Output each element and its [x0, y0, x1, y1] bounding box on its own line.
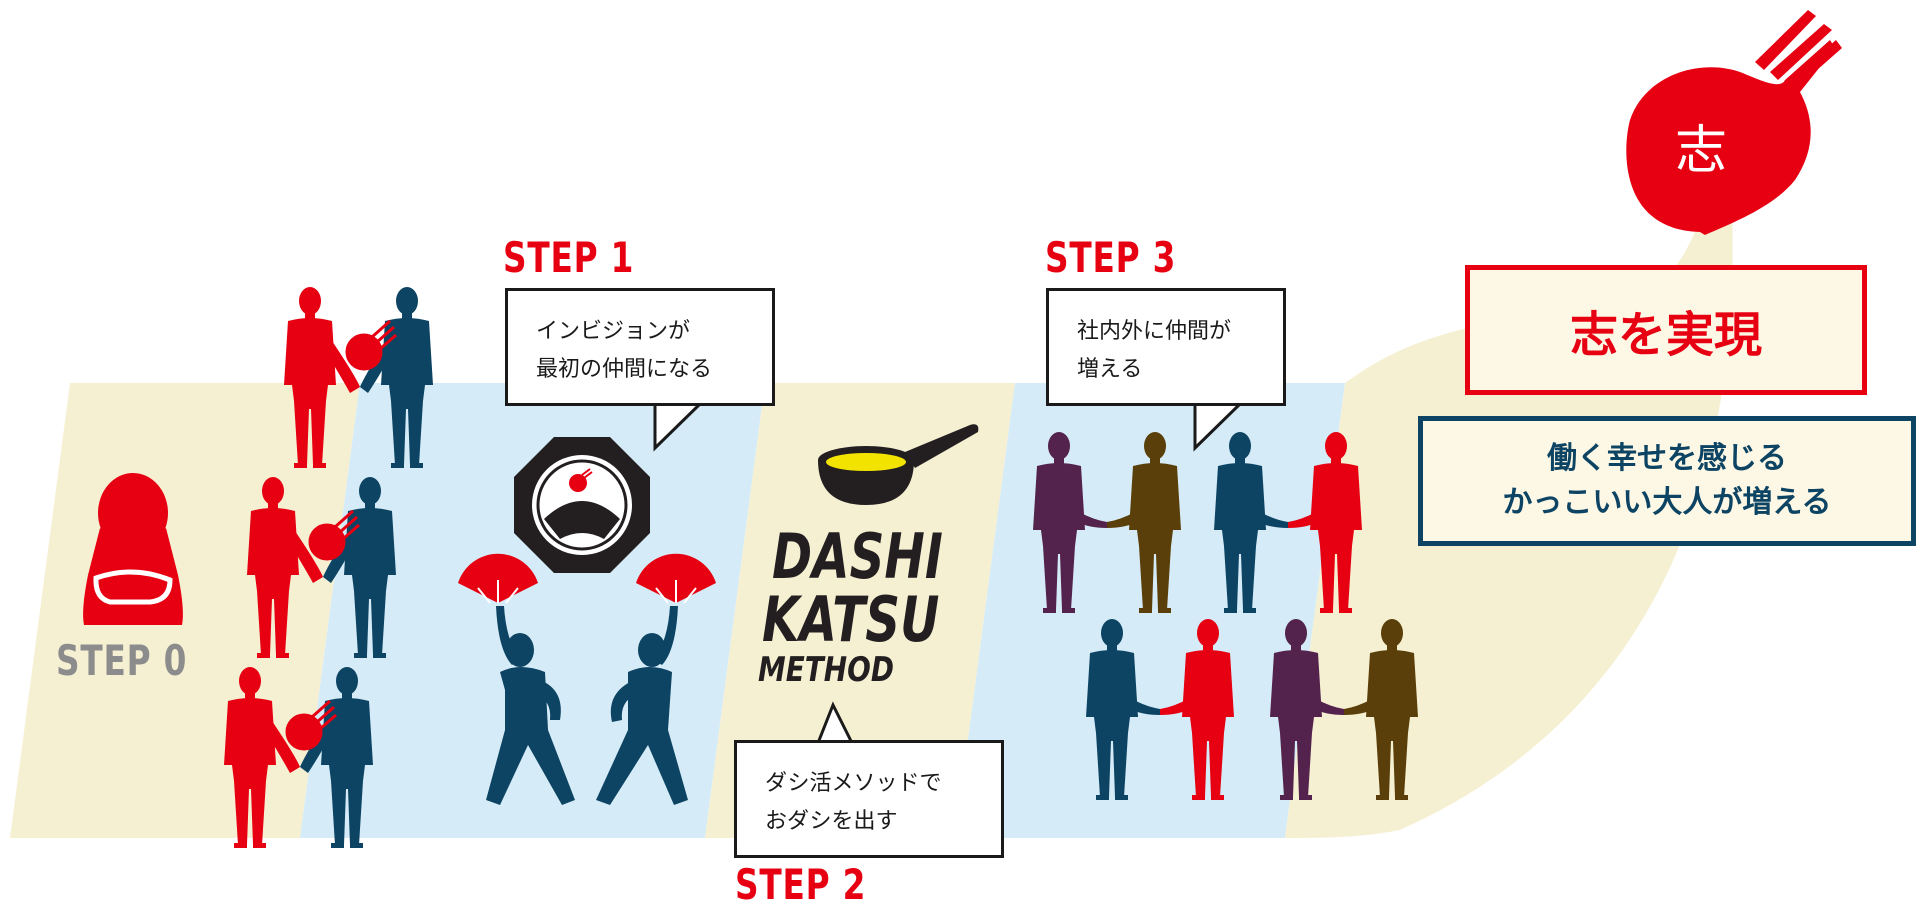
step3-handshake-group	[1033, 432, 1418, 800]
step2-speech-bubble: ダシ活メソッドで おダシを出す	[734, 740, 1004, 858]
step1-speech-bubble: インビジョンが 最初の仲間になる	[505, 288, 775, 406]
method-subtitle: METHOD	[758, 650, 894, 690]
handshake-pair	[1033, 432, 1181, 613]
bubble-line: 社内外に仲間が	[1077, 319, 1232, 344]
step2-label: STEP 2	[735, 860, 867, 909]
step0-handshake-pairs	[224, 287, 433, 848]
handshake-pair	[1214, 432, 1362, 613]
dashi-pot-icon	[818, 424, 979, 505]
goal-title: 志を実現	[1569, 307, 1762, 363]
handshake-pair	[1086, 619, 1234, 800]
invision-emblem-icon	[514, 437, 650, 573]
cream-band-step2	[705, 383, 1015, 838]
bubble-line: 最初の仲間になる	[536, 357, 713, 382]
goal-subtitle-line: 働く幸せを感じる	[1547, 441, 1787, 476]
step1-label: STEP 1	[503, 233, 635, 282]
bubble-line: おダシを出す	[765, 809, 898, 834]
bubble-line: インビジョンが	[536, 319, 691, 344]
kokorozashi-drop-icon	[1626, 10, 1842, 235]
blue-band-step1	[300, 383, 765, 838]
step3-speech-bubble: 社内外に仲間が 増える	[1046, 288, 1286, 406]
bubble-line: 増える	[1077, 357, 1143, 382]
fan-dancer-right	[596, 553, 716, 805]
method-title-line1: DASHI	[772, 520, 943, 593]
goal-subtitle-box: 働く幸せを感じる かっこいい大人が増える	[1418, 416, 1916, 546]
goal-symbol: 志	[1674, 121, 1727, 181]
handshake-pair	[1270, 619, 1418, 800]
step0-crossed-arms-person	[83, 473, 183, 625]
step0-label: STEP 0	[56, 636, 188, 685]
bubble-line: ダシ活メソッドで	[765, 771, 942, 796]
goal-title-box: 志を実現	[1465, 265, 1867, 395]
handshake-pair	[284, 287, 433, 468]
method-title-line2: KATSU	[762, 583, 940, 656]
step3-label: STEP 3	[1045, 233, 1177, 282]
handshake-pair	[224, 667, 373, 848]
goal-subtitle-line: かっこいい大人が増える	[1502, 485, 1832, 520]
fan-dancers	[458, 553, 716, 805]
handshake-pair	[247, 477, 396, 658]
fan-dancer-left	[458, 553, 575, 805]
